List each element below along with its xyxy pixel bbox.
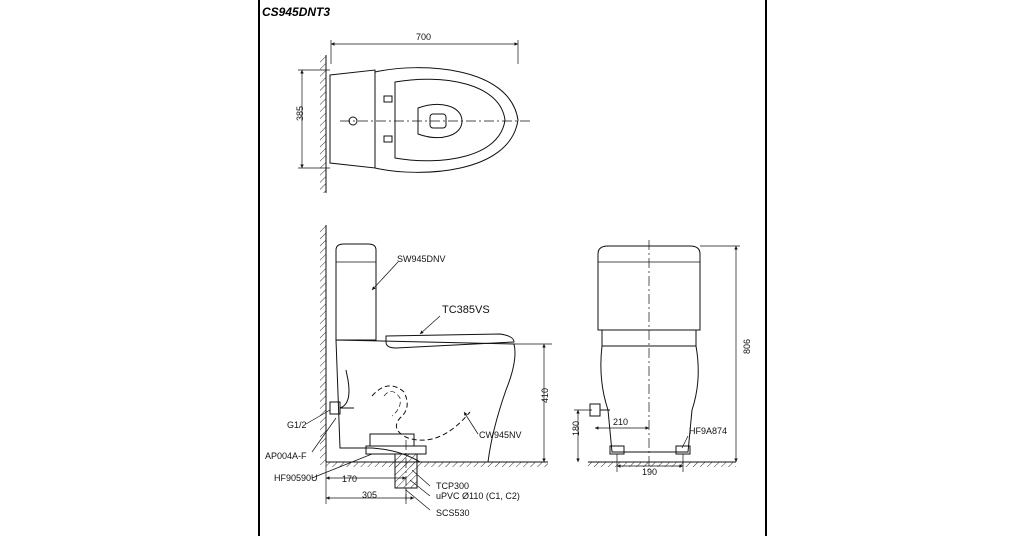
side-flange: [369, 433, 415, 447]
label-front-hose: HF9A874: [689, 426, 727, 436]
label-hose: HF90590U: [274, 473, 318, 483]
side-seat-outline: [385, 333, 515, 349]
top-hinge-1: [383, 95, 393, 103]
front-view: [574, 240, 740, 472]
side-hose: [339, 369, 350, 409]
label-tank: SW945DNV: [397, 254, 446, 264]
dim-front-height: 806: [742, 339, 752, 354]
top-hinge-2: [383, 135, 393, 143]
dim-setback: 305: [362, 490, 377, 500]
label-drain: uPVC Ø110 (C1, C2): [436, 491, 520, 501]
front-bowl-outline: [600, 345, 699, 453]
dim-valve-height: 180: [571, 421, 581, 436]
model-title: CS945DNT3: [262, 5, 330, 19]
dim-inlet-offset: 170: [342, 474, 357, 484]
dim-top-width: 700: [416, 32, 431, 42]
dim-side-height: 410: [540, 388, 550, 403]
top-bowl-outline: [374, 67, 519, 173]
label-inlet: G1/2: [287, 420, 307, 430]
top-view: [298, 40, 530, 193]
side-wall-hatch: [320, 225, 326, 465]
side-flange-base: [365, 445, 427, 455]
label-pipe: SCS530: [436, 508, 470, 518]
side-tank-outline: [335, 243, 377, 341]
dim-foot-spacing: 190: [642, 467, 657, 477]
label-bowl: CW945NV: [479, 430, 522, 440]
side-floor-hatch: [326, 462, 548, 467]
sheet-border: [258, 0, 767, 536]
front-tank-outline: [597, 245, 701, 331]
side-view: [305, 225, 552, 511]
dim-front-offset: 210: [613, 417, 628, 427]
top-seat-outline: [394, 78, 506, 162]
label-flange: TCP300: [436, 481, 469, 491]
label-seat: TC385VS: [442, 304, 490, 316]
label-valve: AP004A-F: [265, 451, 307, 461]
top-wall-hatch: [320, 55, 326, 193]
side-trapway-dashed: [371, 385, 471, 441]
dim-top-depth: 385: [295, 106, 305, 121]
top-tank-outline: [329, 69, 376, 169]
side-bowl-outline: [335, 339, 516, 463]
